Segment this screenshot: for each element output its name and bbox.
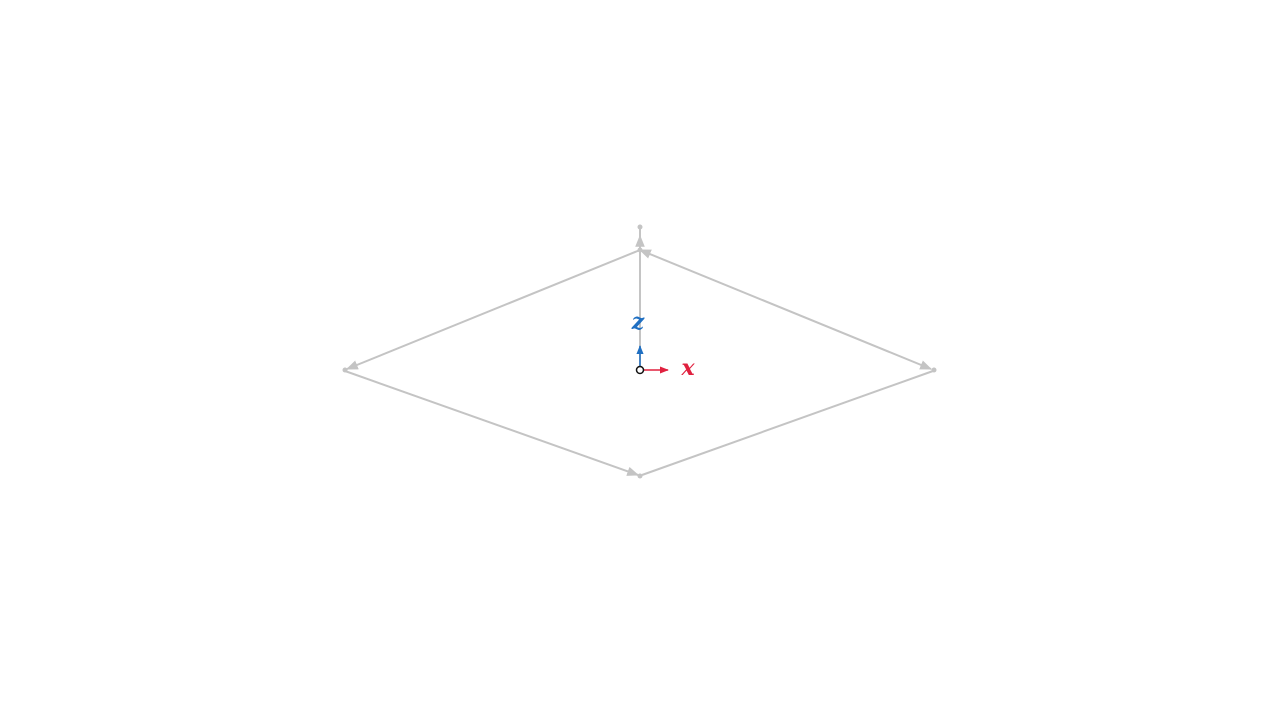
vertex-bottom <box>637 473 643 479</box>
vertex-right <box>931 367 937 373</box>
frame-edge-top-left <box>345 249 641 370</box>
z-axis-label: z <box>631 309 645 335</box>
vertical-guide <box>635 224 645 366</box>
frame-edge-bottom-left <box>344 370 640 476</box>
origin-point <box>635 365 645 375</box>
diamond-frame <box>344 249 934 476</box>
x-axis-label: x <box>680 355 695 381</box>
frame-edge-top-right <box>638 249 933 370</box>
frame-edge-bottom-right <box>641 370 934 476</box>
vertex-left <box>342 367 348 373</box>
vertical-guide-tip <box>637 224 643 230</box>
